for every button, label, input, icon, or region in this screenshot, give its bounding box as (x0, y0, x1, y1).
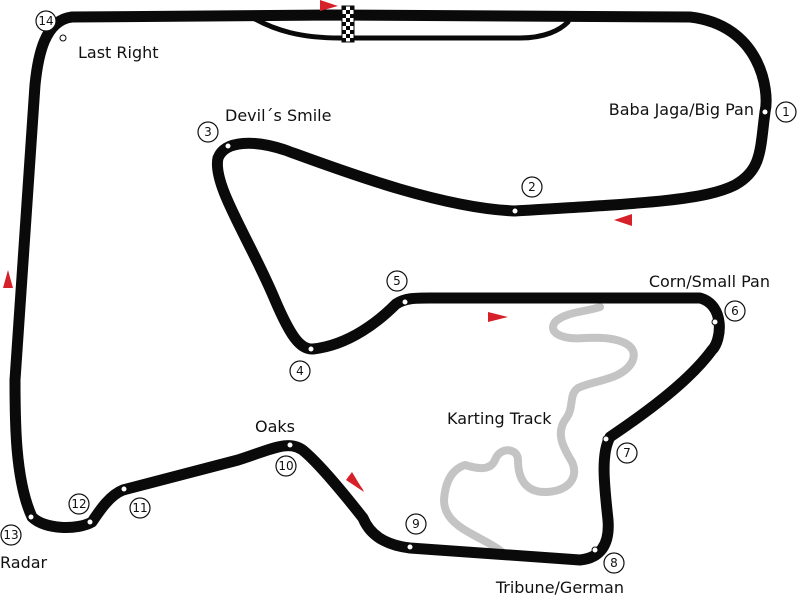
corner-number-6: 6 (724, 300, 746, 322)
direction-arrow-icon (614, 214, 632, 226)
corner-number-text: 1 (782, 105, 790, 119)
corner-number-text: 5 (393, 274, 401, 288)
corner-name-6: Corn/Small Pan (649, 272, 770, 291)
corner-number-text: 2 (528, 180, 536, 194)
corner-number-13: 13 (0, 524, 22, 546)
corner-number-text: 10 (278, 459, 293, 473)
corner-name-13: Radar (0, 553, 48, 572)
direction-arrow-icon (346, 472, 364, 492)
karting-track (440, 303, 638, 556)
corner-number-11: 11 (129, 497, 151, 519)
corner-name-1: Baba Jaga/Big Pan (609, 100, 754, 119)
corner-number-4: 4 (289, 360, 311, 382)
corner-number-text: 14 (38, 14, 53, 28)
corner-number-text: 12 (71, 497, 86, 511)
corner-number-5: 5 (386, 270, 408, 292)
direction-arrow-icon (320, 0, 338, 11)
direction-arrow-icon (3, 270, 13, 288)
corner-number-text: 3 (204, 125, 212, 139)
corner-number-9: 9 (405, 513, 427, 535)
corner-number-text: 6 (731, 304, 739, 318)
corner-number-8: 8 (603, 552, 625, 574)
main-track (9, 9, 772, 566)
corner-number-12: 12 (68, 493, 90, 515)
start-finish-flag-icon (341, 5, 355, 43)
corner-number-text: 4 (296, 364, 304, 378)
corner-number-14: 14 (35, 10, 57, 32)
corner-number-text: 13 (3, 528, 18, 542)
corner-number-7: 7 (616, 442, 638, 464)
corner-name-3: Devil´s Smile (225, 106, 331, 125)
corner-number-text: 7 (623, 446, 631, 460)
corner-number-text: 8 (610, 556, 618, 570)
corner-name-10: Oaks (255, 417, 295, 436)
corner-name-8: Tribune/German (495, 578, 624, 595)
corner-name-14: Last Right (78, 43, 159, 62)
direction-arrow-icon (488, 312, 508, 322)
pit-lane (252, 16, 571, 41)
corner-dots (27, 34, 769, 554)
corner-number-2: 2 (521, 176, 543, 198)
karting-track-label: Karting Track (447, 409, 552, 428)
corner-number-3: 3 (197, 121, 219, 143)
corner-number-1: 1 (775, 101, 797, 123)
corner-number-text: 11 (132, 501, 147, 515)
corner-number-text: 9 (412, 517, 420, 531)
corner-number-10: 10 (275, 455, 297, 477)
